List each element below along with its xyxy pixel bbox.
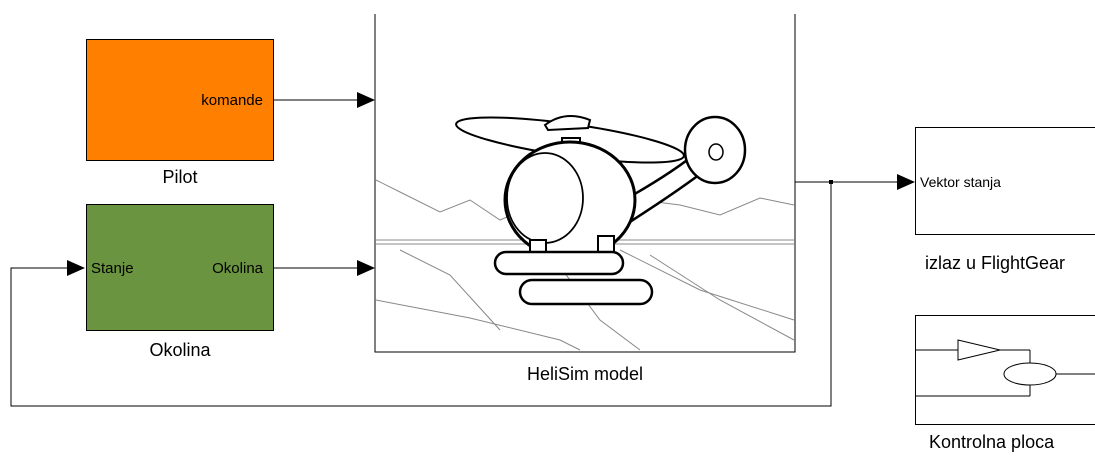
pilot-caption: Pilot [162,167,198,187]
helisim-caption: HeliSim model [526,364,644,384]
signal-okolina-line[interactable] [274,260,375,276]
helisim-block[interactable] [374,14,796,353]
okolina-block[interactable]: Stanje Okolina [86,204,274,331]
okolina-caption: Okolina [149,340,211,360]
signal-feedback-line[interactable] [10,182,832,407]
gain-sum-icon [916,339,1095,397]
signal-komande-line[interactable] [274,92,375,108]
okolina-output-port-label: Okolina [212,260,263,277]
helicopter-icon [375,115,795,351]
signal-vektor-stanja-line[interactable] [795,174,915,190]
kontrolna-ploca-caption: Kontrolna ploca [929,432,1055,452]
flightgear-caption: izlaz u FlightGear [925,253,1066,273]
okolina-input-port-label: Stanje [91,260,134,277]
pilot-output-port-label: komande [201,92,263,109]
flightgear-block[interactable]: Vektor stanja [915,127,1095,235]
pilot-block[interactable]: komande [86,39,274,161]
kontrolna-ploca-block[interactable] [915,315,1095,425]
flightgear-input-port-label: Vektor stanja [920,174,1001,190]
